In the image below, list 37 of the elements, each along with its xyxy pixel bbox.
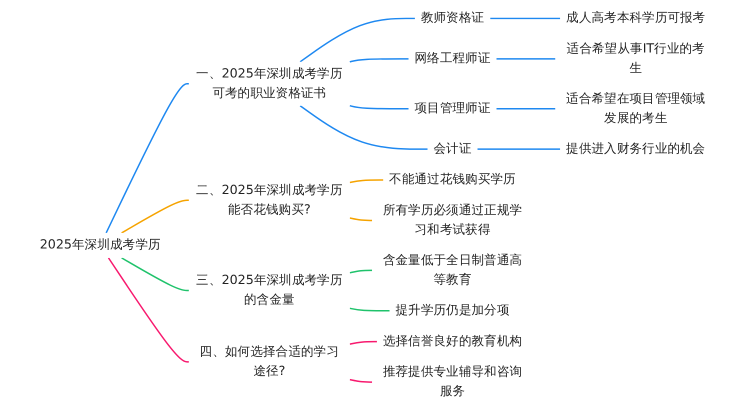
connector (350, 58, 409, 63)
connector (121, 257, 189, 292)
node-text: 成人高考本科学历可报考 (566, 10, 706, 26)
node-text: 选择信誉良好的教育机构 (382, 334, 522, 349)
node-text: 提供进入财务行业的机会 (566, 141, 706, 156)
node-text: 项目管理师证 (414, 100, 491, 116)
node-text: 适合希望从事IT行业的考生 (566, 41, 705, 76)
connector (350, 378, 372, 383)
node-text: 所有学历必须通过正规学习和考试获得 (382, 202, 522, 237)
connector (300, 105, 428, 150)
connector (108, 257, 189, 363)
connector (496, 108, 556, 110)
connector (350, 340, 377, 345)
node-text: 不能通过花钱购买学历 (389, 172, 516, 187)
connector (350, 104, 409, 110)
node-text: 适合希望在项目管理领域发展的考生 (566, 91, 706, 126)
connector (121, 200, 189, 234)
connector (350, 308, 390, 312)
node-text: 二、2025年深圳成考学历能否花钱购买? (196, 182, 342, 217)
connector (300, 18, 415, 62)
connector (106, 83, 189, 234)
node-text: 三、2025年深圳成考学历的含金量 (196, 273, 342, 307)
node-text: 四、如何选择合适的学习途径? (200, 344, 339, 378)
connector (496, 58, 556, 60)
node-text: 一、2025年深圳成考学历可考的职业资格证书 (196, 66, 342, 100)
connector (350, 270, 372, 274)
node-text: 网络工程师证 (414, 50, 491, 66)
node-text: 2025年深圳成考学历 (40, 237, 161, 252)
connector (350, 179, 384, 184)
connector (490, 18, 560, 20)
node-text: 教师资格证 (420, 10, 484, 26)
node-text: 提升学历仍是加分项 (396, 302, 510, 318)
node-text: 推荐提供专业辅导和咨询服务 (382, 364, 522, 398)
connector (350, 217, 372, 222)
node-text: 含金量低于全日制普通高等教育 (382, 252, 522, 287)
node-text: 会计证 (434, 141, 472, 156)
connector (478, 148, 560, 150)
